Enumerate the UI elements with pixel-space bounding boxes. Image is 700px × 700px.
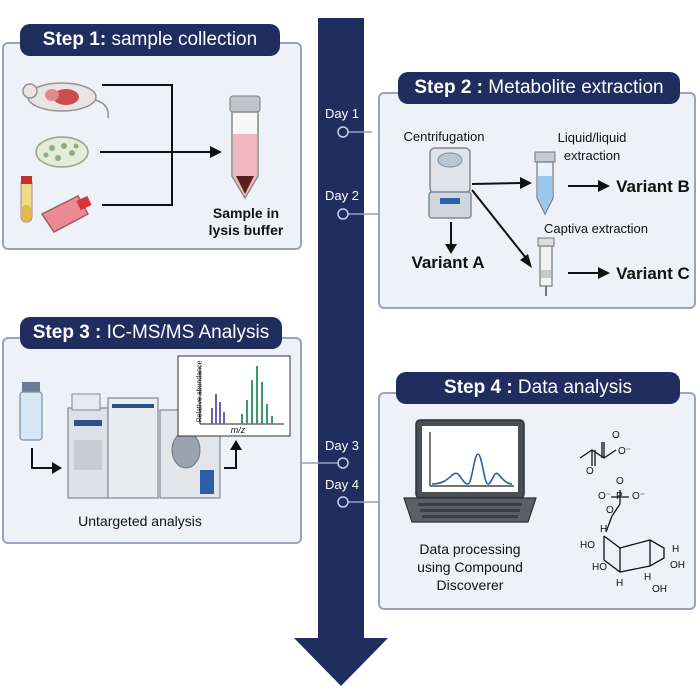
sugar-phosphate-structure [603, 490, 665, 573]
variant-b-label: Variant B [616, 177, 690, 196]
centrifuge-icon [428, 147, 472, 219]
step4-title-text: Data analysis [517, 377, 632, 398]
step3-caption: Untargeted analysis [78, 513, 202, 529]
sugar-h1: H [600, 524, 608, 535]
variant-a-label: Variant A [411, 253, 485, 272]
pyruvate-o: O [586, 466, 594, 477]
phosphate-o-left: O⁻ [598, 491, 612, 502]
captiva-cartridge-icon [537, 237, 555, 296]
sugar-h4: H [644, 572, 652, 583]
lysis-tube-icon [229, 95, 261, 200]
day1-label: Day 1 [325, 106, 359, 121]
sugar-ho2: HO [592, 562, 607, 573]
step1-caption-line2: lysis buffer [208, 222, 284, 238]
phosphate-o-top: O [616, 476, 624, 487]
step1-caption-line1: Sample in [212, 205, 280, 221]
step3-title: Step 3 : IC-MS/MS Analysis [20, 317, 282, 349]
step3-number: Step 3 : [32, 322, 102, 343]
step1-number: Step 1: [42, 29, 107, 50]
day3-label: Day 3 [325, 438, 359, 453]
step3-title-text: IC-MS/MS Analysis [106, 322, 270, 343]
centrifugation-label: Centrifugation [403, 129, 485, 144]
step4-number: Step 4 : [444, 377, 513, 398]
sugar-h2: H [616, 578, 624, 589]
step4-caption-line2: using Compound [417, 559, 523, 575]
captiva-label: Captiva extraction [543, 221, 649, 236]
phosphate-p: P [616, 491, 623, 502]
pyruvate-o-minus1: O⁻ [618, 446, 632, 457]
step4-caption-line1: Data processing [419, 541, 521, 557]
lle-label: Liquid/liquid extraction [542, 129, 642, 165]
lle-tube-icon [534, 151, 556, 216]
phosphate-o-bridge: O [606, 505, 614, 516]
sugar-oh3: OH [670, 560, 685, 571]
pyruvate-o1: O [612, 430, 620, 441]
step1-title: Step 1: sample collection [20, 24, 280, 56]
culture-flask-icon [40, 195, 92, 233]
spectrum-xlabel: m/z [230, 425, 246, 435]
sample-vial-icon [19, 382, 43, 441]
step1-title-text: sample collection [111, 29, 258, 50]
step2-title-text: Metabolite extraction [488, 77, 664, 98]
phosphate-o-right: O⁻ [632, 491, 646, 502]
spectrum-chart-icon [177, 355, 291, 437]
sugar-h3: H [672, 544, 680, 555]
variant-c-label: Variant C [616, 264, 690, 283]
mouse-icon [22, 82, 109, 119]
step4-caption-line3: Discoverer [436, 577, 504, 593]
day2-label: Day 2 [325, 188, 359, 203]
lle-line1: Liquid/liquid [557, 130, 627, 145]
ic-instrument-icon [67, 393, 159, 499]
laptop-icon [403, 419, 537, 523]
pyruvate-structure [579, 442, 617, 466]
lle-line2: extraction [563, 148, 621, 163]
step2-number: Step 2 : [414, 77, 483, 98]
petri-dish-icon [35, 136, 89, 168]
sugar-ho1: HO [580, 540, 595, 551]
step4-title: Step 4 : Data analysis [396, 372, 680, 404]
blood-tube-icon [20, 176, 33, 223]
day4-label: Day 4 [325, 477, 359, 492]
step2-title: Step 2 : Metabolite extraction [398, 72, 680, 104]
sugar-oh4: OH [652, 584, 667, 595]
